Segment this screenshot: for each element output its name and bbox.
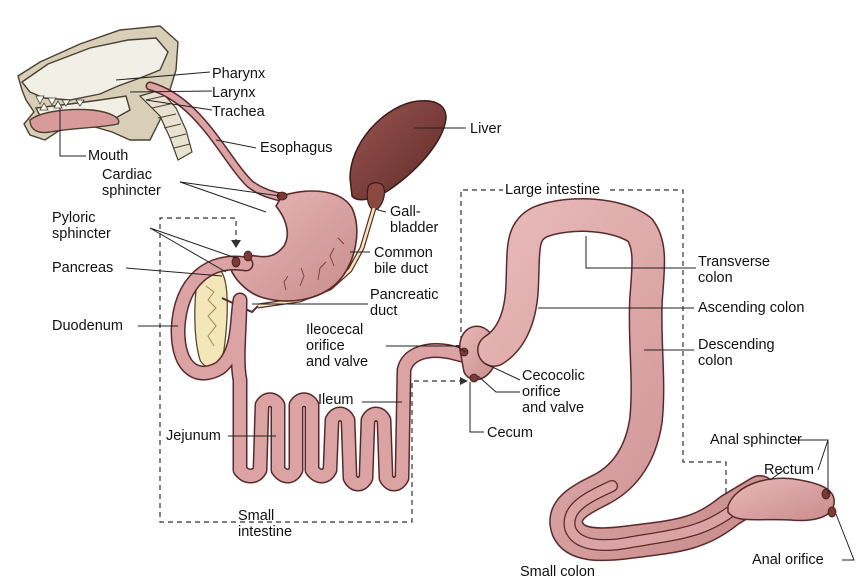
label-pancreatic-duct: Pancreatic duct [370,287,439,319]
label-esophagus: Esophagus [260,140,333,156]
label-larynx: Larynx [212,85,256,101]
label-cecocolic: Cecocolic orifice and valve [522,368,585,416]
label-anal-sphincter: Anal sphincter [710,432,802,448]
label-pharynx: Pharynx [212,66,266,82]
sphincter-marks [231,191,479,383]
gallbladder [366,182,385,211]
label-descending-colon: Descending colon [698,337,775,369]
tongue [29,108,120,134]
region-brackets [159,189,727,523]
liver [349,100,447,201]
pancreatic-tissue [205,285,217,347]
label-ileocecal: Ileocecal orifice and valve [306,322,369,370]
small-intestine-bracket [159,217,462,523]
leader-lines [59,71,855,561]
label-duodenum: Duodenum [52,318,123,334]
stomach [230,190,358,302]
dog-head [17,25,179,141]
label-large-intestine: Large intestine [505,182,601,198]
label-small-intestine: Small intestine [238,508,293,540]
label-trachea: Trachea [212,104,265,120]
trachea-ring-lines [145,95,191,149]
rectum [727,477,835,522]
label-transverse-colon: Transverse colon [698,254,770,286]
label-cecum: Cecum [487,425,533,441]
label-ileum: Ileum [318,392,354,408]
label-pancreas: Pancreas [52,260,114,276]
label-pyloric-sphincter: Pyloric sphincter [52,210,111,242]
label-gallbladder: Gall- bladder [390,204,439,236]
label-jejunum: Jejunum [166,428,221,444]
label-cardiac-sphincter: Cardiac sphincter [102,167,161,199]
label-rectum: Rectum [764,462,814,478]
label-small-colon: Small colon [520,564,595,580]
label-common-bile-duct: Common bile duct [374,245,433,277]
label-mouth: Mouth [88,148,129,164]
teeth [35,95,85,111]
label-anal-orifice: Anal orifice [752,552,824,568]
stomach-vessels [283,237,345,291]
label-ascending-colon: Ascending colon [698,300,805,316]
label-liver: Liver [470,121,502,137]
large-intestine-bracket [460,189,727,500]
